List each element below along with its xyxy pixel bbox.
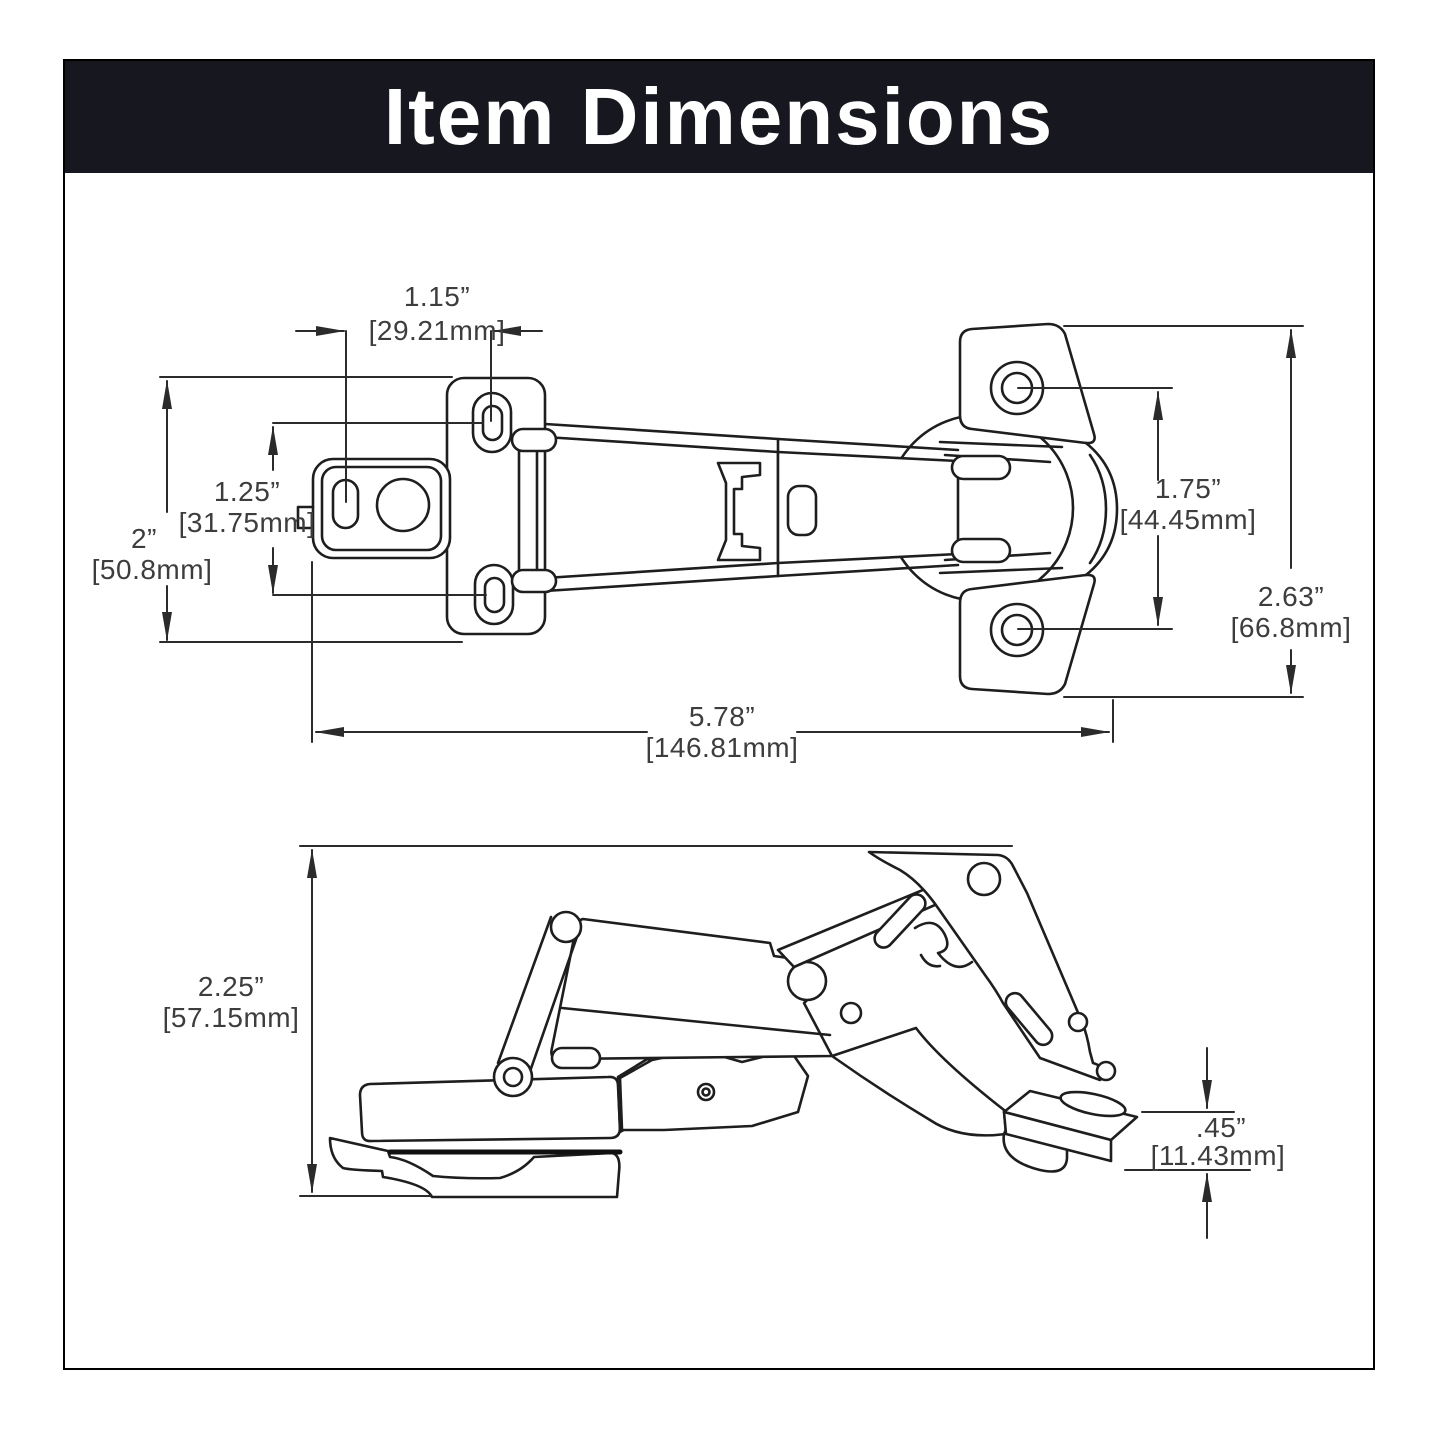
- wing-slot-lower: [1004, 991, 1054, 1047]
- cup-bulge-outline: [1084, 441, 1119, 577]
- wing-tab-top: [950, 454, 1012, 481]
- wing-rivet-1: [1067, 1011, 1089, 1033]
- dim-label-mm: [29.21mm]: [369, 315, 506, 346]
- clip-pill-top: [510, 427, 558, 453]
- dim-label-in: 2.63”: [1258, 581, 1324, 612]
- dim-overall-length: 5.78” [146.81mm]: [311, 561, 1114, 763]
- dim-label-mm: [50.8mm]: [92, 554, 213, 585]
- arm-fold-line: [560, 1006, 832, 1037]
- flange-screw-inner: [701, 1087, 711, 1097]
- arm-rivet: [839, 1001, 863, 1025]
- strap-line: [938, 440, 1064, 449]
- wing-hole-side: [966, 861, 1002, 897]
- dim-label-in: 1.25”: [214, 476, 280, 507]
- dim-label-mm: [31.75mm]: [179, 507, 316, 538]
- dim-slot-spacing: 1.15” [29.21mm]: [295, 281, 543, 503]
- link-edge: [496, 915, 553, 1065]
- dim-label-in: 5.78”: [689, 701, 755, 732]
- plate-slot-bottom-inner: [483, 576, 506, 614]
- header-bar: Item Dimensions: [65, 61, 1373, 173]
- cup-bulge-inner: [1088, 453, 1108, 565]
- page-title: Item Dimensions: [383, 72, 1055, 161]
- clip-bar: [517, 447, 539, 575]
- cup-pin: [550, 1046, 602, 1070]
- wing-slot-upper: [873, 893, 927, 949]
- arm-inner-line-bottom: [543, 561, 780, 580]
- latch-hook-small: [919, 953, 942, 968]
- dim-label-mm: [57.15mm]: [163, 1002, 300, 1033]
- dim-wing-span: 2.63” [66.8mm]: [1063, 325, 1352, 698]
- page-border-frame: Item Dimensions: [63, 59, 1375, 1370]
- plate-slot-top-inner: [481, 404, 504, 442]
- dim-plate-height: 2” [50.8mm]: [92, 376, 463, 643]
- arm-inner-line-top: [543, 435, 780, 454]
- side-plate-hole: [375, 477, 431, 533]
- mount-tab-front: [1002, 1110, 1113, 1163]
- dim-hole-span: 1.75” [44.45mm]: [1017, 387, 1257, 630]
- link-edge: [525, 929, 581, 1082]
- lower-bracket: [830, 1026, 1008, 1137]
- dim-tab-height: .45” [11.43mm]: [1124, 1047, 1286, 1239]
- dim-label-in: 2”: [131, 523, 157, 554]
- hinge-top-view: 1.15” [29.21mm] 2” [50.8mm] 1.25” [31.75…: [92, 281, 1352, 763]
- arm-outline-top: [543, 422, 960, 452]
- dim-label-in: 1.75”: [1155, 473, 1221, 504]
- adjuster-bracket: [716, 461, 762, 562]
- dim-label-mm: [146.81mm]: [646, 732, 799, 763]
- clip-pill-bottom: [510, 568, 558, 594]
- wing-rivet-2: [1095, 1060, 1117, 1082]
- dim-label-mm: [44.45mm]: [1120, 504, 1257, 535]
- dim-label-mm: [11.43mm]: [1151, 1140, 1286, 1171]
- door-edge-profile: [328, 1136, 621, 1199]
- strap-line: [938, 566, 1064, 575]
- pivot-bottom-inner: [502, 1066, 524, 1088]
- dim-slot-span: 1.25” [31.75mm]: [179, 422, 487, 596]
- dim-overall-height: 2.25” [57.15mm]: [163, 845, 1013, 1197]
- hinge-cup-side: [358, 1075, 622, 1143]
- side-plate-inner: [320, 465, 443, 552]
- pivot-top: [549, 910, 583, 944]
- adjustment-slot: [786, 484, 818, 537]
- dim-label-in: 1.15”: [404, 281, 470, 312]
- latch-hook: [913, 921, 974, 969]
- arm-outline-bottom: [543, 563, 960, 593]
- hinge-side-view: 2.25” [57.15mm] .45” [11.43mm]: [163, 845, 1286, 1239]
- dim-label-mm: [66.8mm]: [1231, 612, 1352, 643]
- dim-label-in: .45”: [1196, 1112, 1246, 1143]
- wing-tab-bottom: [950, 537, 1012, 564]
- side-plate-tab: [296, 505, 315, 530]
- dim-label-in: 2.25”: [198, 971, 264, 1002]
- tab-slot-hole: [1059, 1090, 1127, 1118]
